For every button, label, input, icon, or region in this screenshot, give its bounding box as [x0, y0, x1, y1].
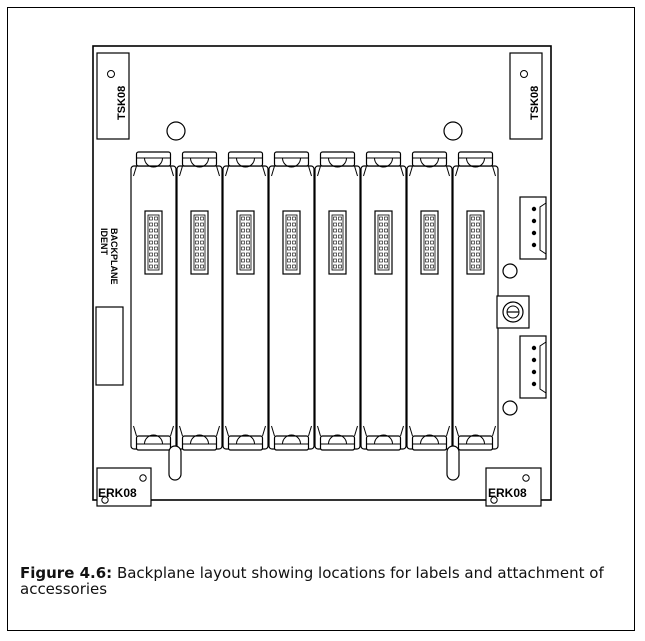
backplane-ident-box	[95, 306, 124, 386]
tsk08-right-label-area: TSK08	[509, 52, 543, 140]
figure-number: Figure 4.6:	[20, 564, 113, 582]
peg-bottom-left	[168, 445, 182, 481]
slot-connector	[420, 210, 439, 275]
slot-connector	[282, 210, 301, 275]
connector-bottom	[519, 335, 547, 399]
slot-connector	[144, 210, 163, 275]
slot-connector	[190, 210, 209, 275]
module-slot	[176, 151, 223, 451]
tsk08-left-label-area: TSK08	[96, 52, 130, 140]
connector-top	[519, 196, 547, 260]
mounting-hole-top-left	[166, 121, 186, 141]
tsk08-left-label: TSK08	[116, 86, 128, 120]
tsk08-right-label: TSK08	[529, 86, 541, 120]
ident-word-label: IDENT	[99, 228, 109, 256]
figure-caption: Figure 4.6: Backplane layout showing loc…	[20, 565, 620, 597]
module-slot	[406, 151, 453, 451]
slot-connector	[466, 210, 485, 275]
module-slot	[314, 151, 361, 451]
slot-connector	[236, 210, 255, 275]
peg-bottom-right	[446, 445, 460, 481]
module-slot	[360, 151, 407, 451]
erk08-right-label-area: ERK08	[485, 467, 542, 507]
erk08-left-label-area: ERK08	[96, 467, 152, 507]
backplane-word-label: BACKPLANE	[109, 228, 119, 285]
mounting-hole-right-lower	[502, 400, 518, 416]
erk08-right-label: ERK08	[488, 486, 527, 500]
mounting-hole-top-right	[443, 121, 463, 141]
module-slot	[268, 151, 315, 451]
slot-connector	[328, 210, 347, 275]
module-slot	[452, 151, 499, 451]
slot-connector	[374, 210, 393, 275]
figure-caption-text: Backplane layout showing locations for l…	[20, 564, 604, 598]
erk08-left-label: ERK08	[98, 486, 137, 500]
module-slot	[222, 151, 269, 451]
module-slot	[130, 151, 177, 451]
mounting-hole-right-upper	[502, 263, 518, 279]
potentiometer-knob	[496, 295, 530, 329]
module-slots	[130, 151, 499, 451]
